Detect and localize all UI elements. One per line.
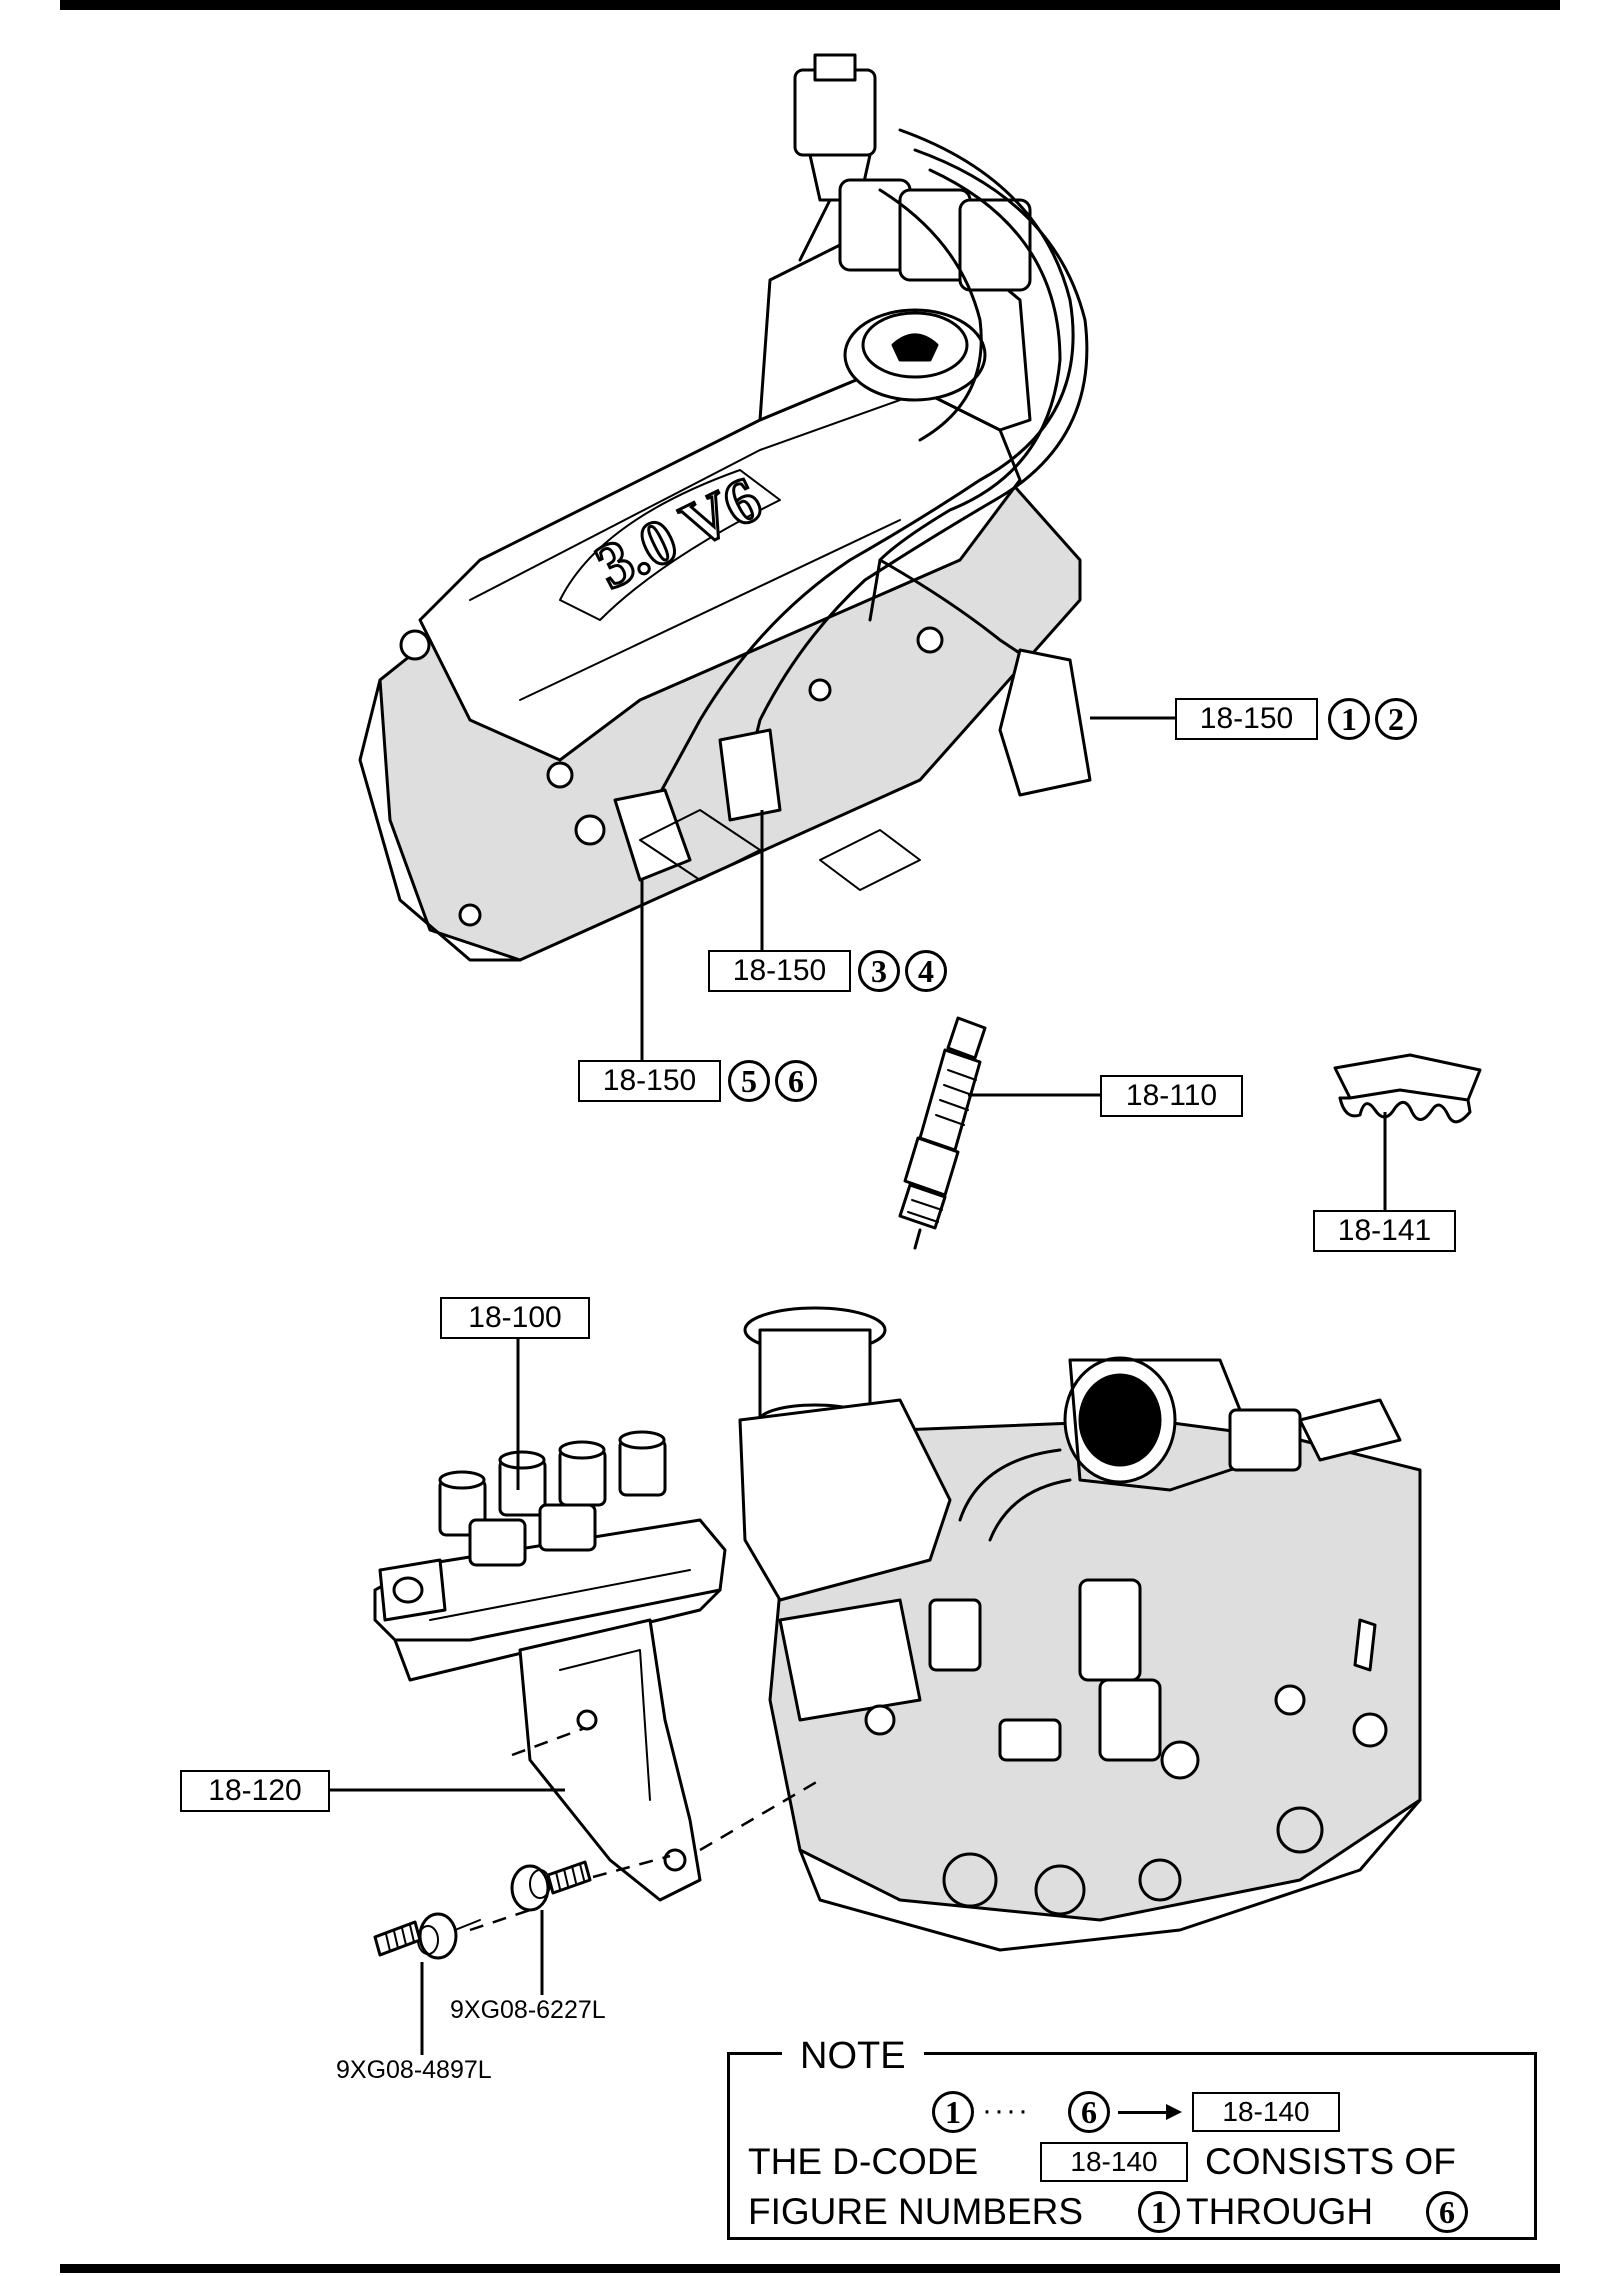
- bolt-4897-illustration: [373, 1912, 481, 1960]
- bolt-part-number-6227: 9XG08-6227L: [450, 1996, 606, 2024]
- bottom-rule: [60, 2264, 1560, 2273]
- callout-ignition-coil: 18-100: [440, 1297, 590, 1339]
- note-number-6: 6: [1068, 2091, 1110, 2133]
- callout-coil-bracket: 18-120: [180, 1770, 330, 1812]
- callout-spark-plug: 18-110: [1100, 1075, 1243, 1117]
- spark-plug-illustration: [898, 1016, 987, 1250]
- engine-front-illustration: [738, 1306, 1422, 1952]
- note-line3-number-6: 6: [1426, 2191, 1468, 2233]
- note-arrow-icon: [1166, 2104, 1182, 2120]
- leader-lines: [330, 716, 1387, 2055]
- note-title: NOTE: [782, 2036, 924, 2076]
- engine-head-illustration: [358, 53, 1092, 962]
- note-range-dots: ····: [982, 2094, 1030, 2127]
- figure-number-4: 4: [905, 950, 947, 992]
- note-arrow-shaft: [1118, 2111, 1166, 2114]
- bolt-part-number-4897: 9XG08-4897L: [336, 2056, 492, 2084]
- note-box: [727, 2052, 1537, 2240]
- figure-number-3: 3: [858, 950, 900, 992]
- note-line3-prefix: FIGURE NUMBERS: [748, 2191, 1084, 2232]
- coil-bracket-illustration: [518, 1618, 702, 1902]
- note-line2-suffix: CONSISTS OF: [1205, 2141, 1456, 2182]
- note-inline-code: 18-140: [1040, 2142, 1188, 2182]
- callout-ignition-wire-5-6: 18-150: [578, 1060, 721, 1102]
- callout-wire-separator: 18-141: [1313, 1210, 1456, 1252]
- callout-ignition-wire-3-4: 18-150: [708, 950, 851, 992]
- callout-ignition-wire-1-2: 18-150: [1175, 698, 1318, 740]
- figure-number-2: 2: [1375, 698, 1417, 740]
- figure-number-5: 5: [728, 1060, 770, 1102]
- wire-separator-illustration: [1333, 1053, 1482, 1124]
- top-rule: [60, 0, 1560, 10]
- note-number-1: 1: [932, 2091, 974, 2133]
- figure-number-1: 1: [1328, 698, 1370, 740]
- bolt-6227-illustration: [510, 1860, 592, 1912]
- coil-pack-illustration: [373, 1430, 727, 1682]
- note-line3-through: THROUGH: [1186, 2191, 1374, 2232]
- note-line3-number-1: 1: [1138, 2191, 1180, 2233]
- figure-number-6: 6: [775, 1060, 817, 1102]
- note-line2-prefix: THE D-CODE: [748, 2141, 979, 2182]
- note-target-code: 18-140: [1192, 2092, 1340, 2132]
